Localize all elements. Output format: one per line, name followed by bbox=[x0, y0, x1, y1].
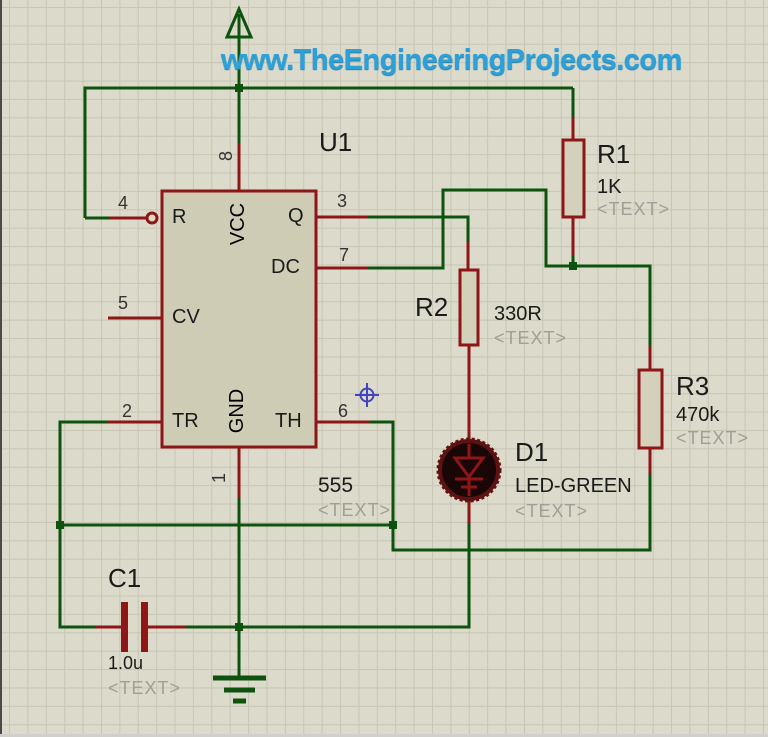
r2-value-label[interactable]: 330R bbox=[494, 303, 542, 325]
resistor-r3-body[interactable] bbox=[637, 368, 664, 450]
origin-marker-icon bbox=[355, 383, 379, 407]
r3-ref-label[interactable]: R3 bbox=[676, 371, 710, 401]
ic-555-body[interactable] bbox=[160, 189, 318, 449]
d1-value-label[interactable]: LED-GREEN bbox=[515, 475, 632, 497]
d1-text-placeholder: <TEXT> bbox=[515, 501, 589, 521]
capacitor-c1-body[interactable] bbox=[121, 602, 148, 652]
component-pins bbox=[95, 118, 652, 629]
pin-number-1: 1 bbox=[209, 473, 229, 484]
wire-th-to-r3[interactable] bbox=[370, 420, 652, 552]
reset-bubble-icon bbox=[145, 211, 159, 225]
pin-number-6: 6 bbox=[338, 401, 349, 421]
d1-ref-label[interactable]: D1 bbox=[515, 437, 549, 467]
ic-value-label[interactable]: 555 bbox=[318, 474, 354, 497]
c1-value-label[interactable]: 1.0u bbox=[108, 653, 144, 673]
c1-text-placeholder: <TEXT> bbox=[108, 678, 182, 698]
pin-number-4: 4 bbox=[118, 193, 129, 213]
r3-text-placeholder: <TEXT> bbox=[676, 428, 750, 448]
window-edge-bottom bbox=[0, 734, 768, 737]
pin-number-3: 3 bbox=[337, 191, 348, 211]
pin-number-5: 5 bbox=[118, 293, 129, 313]
ic-ref-label[interactable]: U1 bbox=[319, 127, 353, 157]
wire-vcc-top-rail[interactable] bbox=[83, 86, 573, 218]
c1-ref-label[interactable]: C1 bbox=[108, 563, 142, 593]
junction-dot bbox=[389, 521, 397, 529]
wire-q-to-r2[interactable] bbox=[367, 215, 470, 242]
watermark-text: www.TheEngineeringProjects.com bbox=[221, 44, 682, 76]
power-arrow[interactable] bbox=[224, 5, 254, 39]
r2-text-placeholder: <TEXT> bbox=[494, 328, 568, 348]
r1-value-label[interactable]: 1K bbox=[597, 176, 622, 198]
ic-pin-label-tr: TR bbox=[172, 410, 199, 432]
wire-dc-to-r1-r3[interactable] bbox=[367, 188, 652, 345]
r1-text-placeholder: <TEXT> bbox=[597, 199, 671, 219]
r1-ref-label[interactable]: R1 bbox=[597, 139, 631, 169]
junction-dot bbox=[235, 84, 243, 92]
wire-led-to-bottom-rail[interactable] bbox=[186, 523, 471, 629]
junction-dots bbox=[56, 84, 577, 631]
junction-dot bbox=[56, 521, 64, 529]
ic-pin-label-vcc: VCC bbox=[227, 202, 249, 246]
led-diode-symbol bbox=[452, 444, 486, 496]
ic-text-placeholder: <TEXT> bbox=[318, 500, 392, 520]
resistor-r1-body[interactable] bbox=[561, 138, 586, 219]
ic-pin-label-dc: DC bbox=[271, 256, 300, 278]
resistor-r2-body[interactable] bbox=[458, 268, 480, 347]
ic-pin-label-th: TH bbox=[275, 410, 302, 432]
window-edge-left bbox=[0, 0, 2, 737]
junction-dot bbox=[569, 262, 577, 270]
ic-pin-label-r: R bbox=[172, 206, 187, 228]
ic-pin-label-cv: CV bbox=[172, 306, 200, 328]
pin-number-2: 2 bbox=[122, 401, 133, 421]
ic-pin-label-gnd: GND bbox=[226, 388, 248, 434]
led-d1-body[interactable] bbox=[436, 437, 502, 503]
r3-value-label[interactable]: 470k bbox=[676, 404, 720, 426]
ic-pin-label-q: Q bbox=[288, 205, 304, 227]
r2-ref-label[interactable]: R2 bbox=[415, 292, 449, 322]
pin-number-8: 8 bbox=[216, 151, 236, 162]
ground-symbol[interactable] bbox=[213, 675, 266, 704]
pin-number-7: 7 bbox=[339, 245, 350, 265]
junction-dot bbox=[235, 623, 243, 631]
